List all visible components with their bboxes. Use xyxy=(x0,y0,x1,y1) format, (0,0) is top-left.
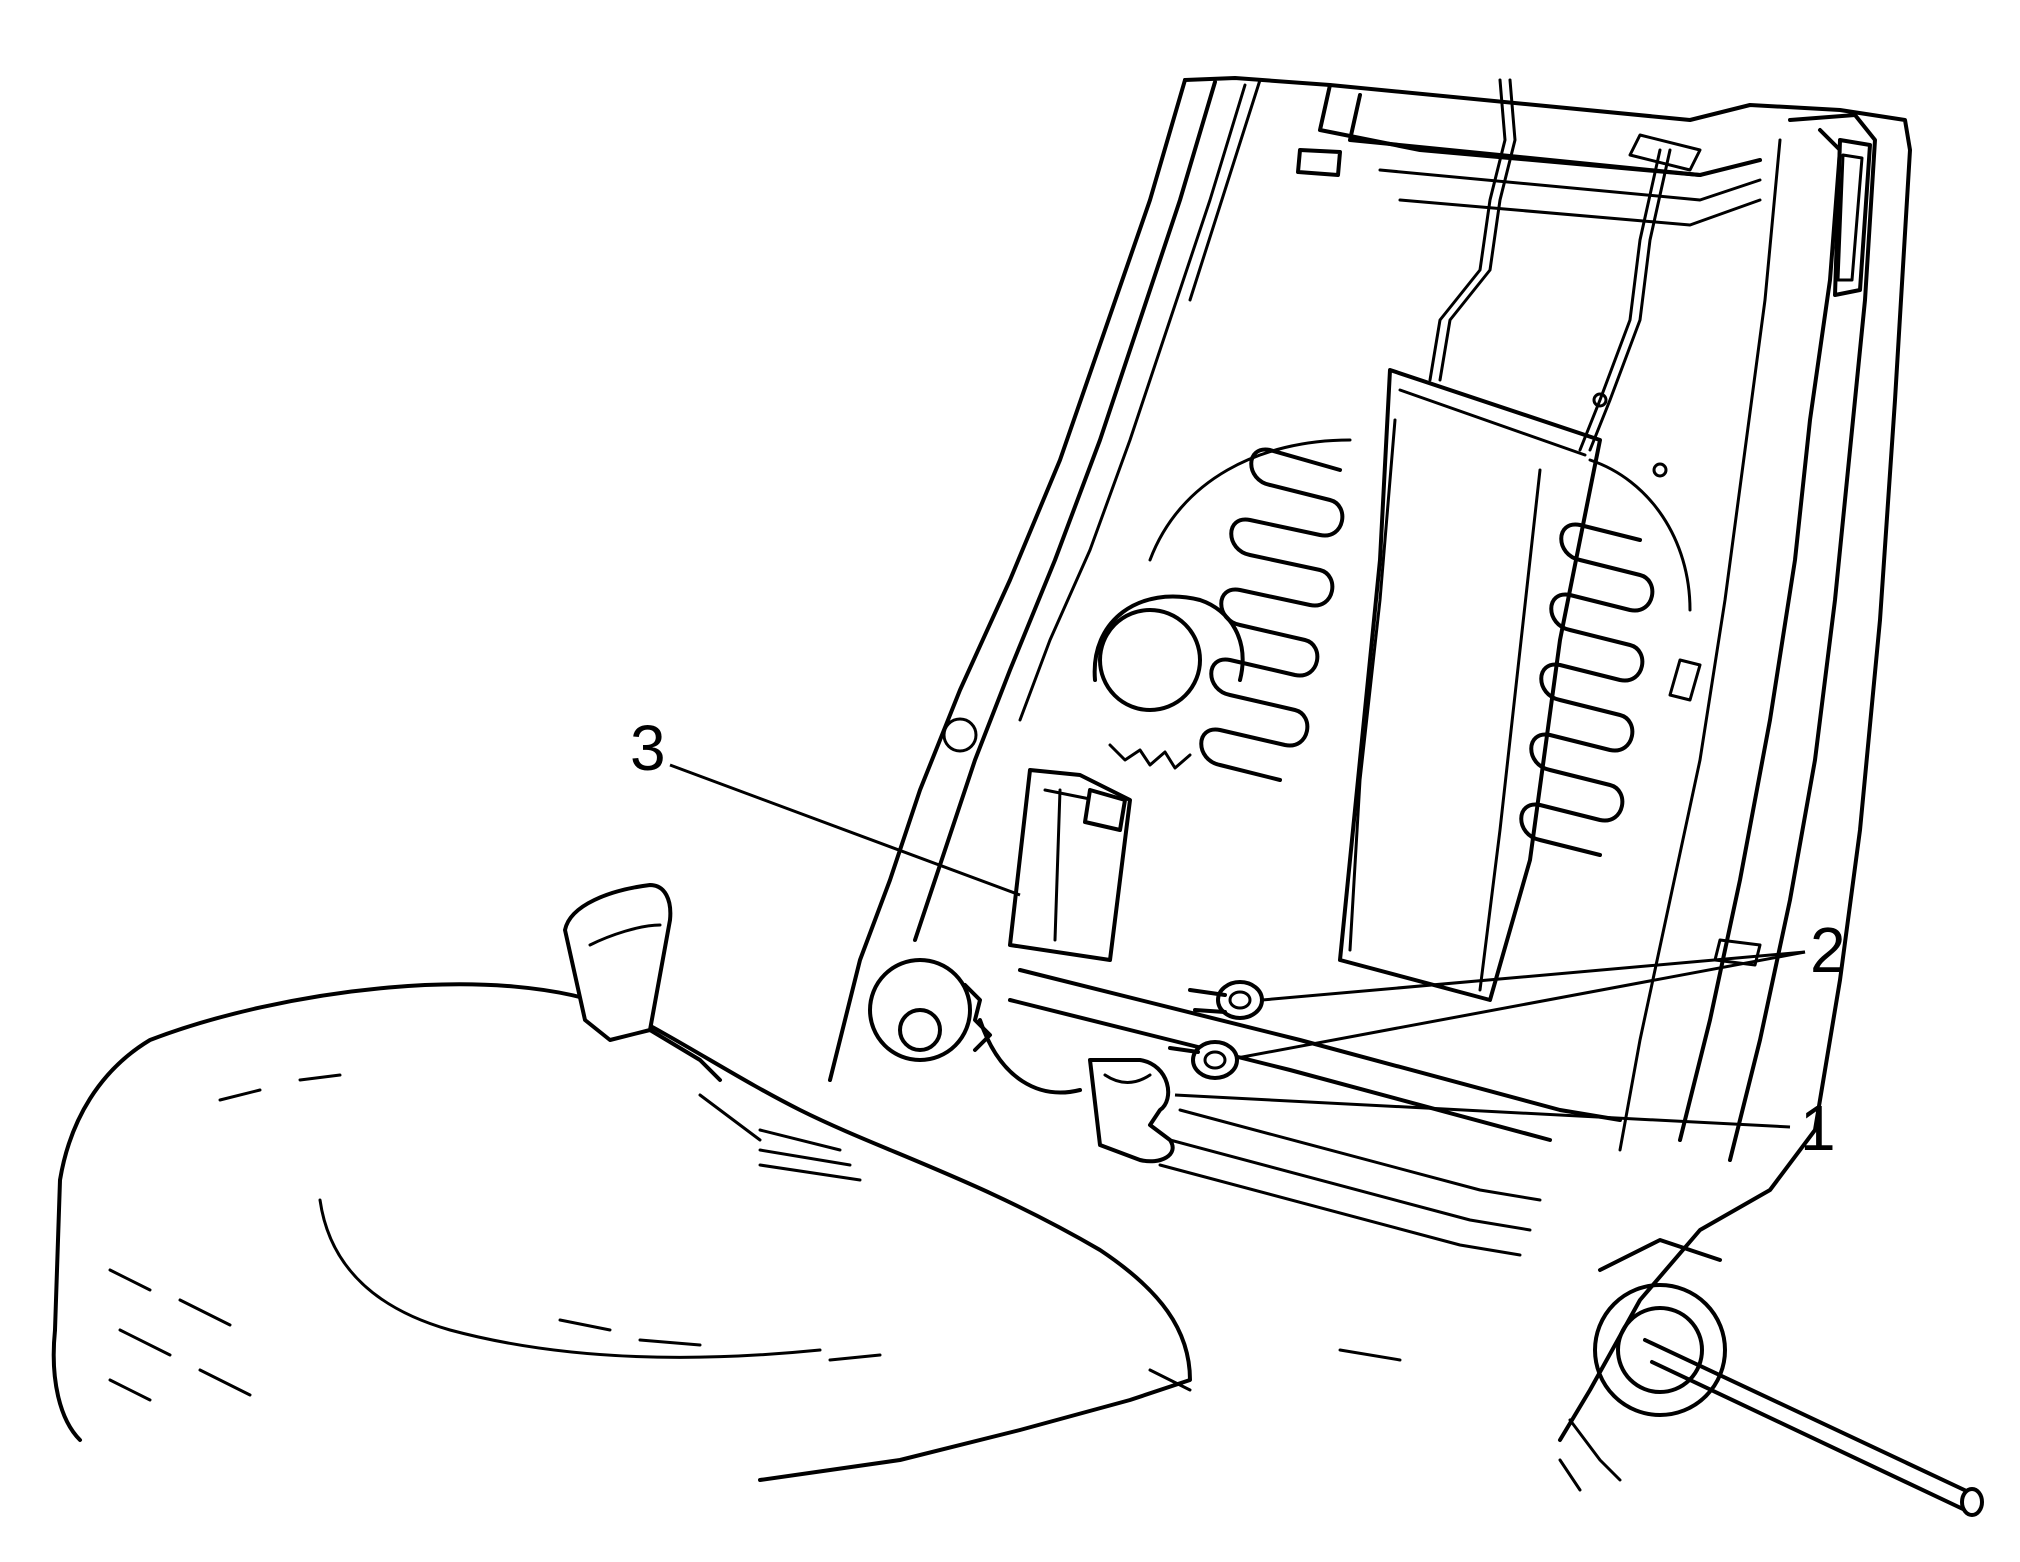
callout-leaders xyxy=(669,763,1806,1129)
seatback-frame xyxy=(828,76,1984,1517)
callout-2-label: 2 xyxy=(1810,914,1846,986)
callout-3-label: 3 xyxy=(630,712,666,784)
seat-cushion xyxy=(51,982,1402,1482)
leader-line-1 xyxy=(1174,1093,1791,1129)
leader-line-3 xyxy=(669,763,1021,897)
seatbelt-buckle xyxy=(563,883,722,1082)
callout-1-label: 1 xyxy=(1800,1092,1836,1164)
leader-line-2a xyxy=(1261,950,1806,1002)
leader-line-2b xyxy=(1236,950,1806,1060)
